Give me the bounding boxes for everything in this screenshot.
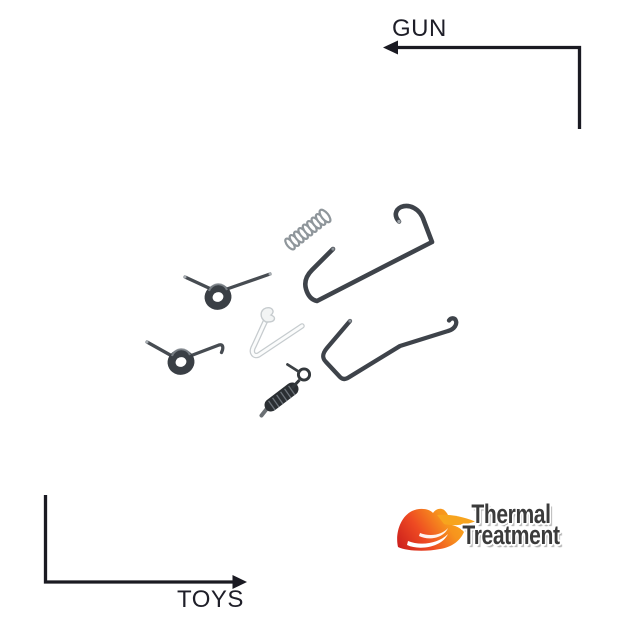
logo-line-thermal: Thermal	[471, 499, 551, 529]
torsion-spring-upper-left	[183, 272, 272, 310]
toys-arrow	[43, 495, 247, 589]
gun-spring-parts-set	[145, 203, 459, 418]
white-clip-spring	[249, 307, 305, 359]
gun-label: GUN	[392, 15, 447, 42]
gun-arrow-line	[396, 45, 582, 129]
toys-label: TOYS	[177, 586, 244, 613]
gun-arrow	[383, 40, 582, 129]
thermal-treatment-logo: Thermal Treatment	[462, 499, 560, 550]
gun-arrowhead-icon	[383, 40, 398, 55]
compression-spring	[284, 208, 332, 251]
torsion-spring-lower-left	[145, 340, 225, 375]
bent-wire-lever-spring-upper-right	[302, 203, 435, 304]
extension-spring-with-ring	[259, 363, 312, 418]
flame-swoosh-icon	[397, 508, 475, 551]
toys-arrowhead-icon	[232, 575, 247, 589]
toys-arrow-line	[43, 495, 234, 584]
bent-wire-lever-spring-lower-right	[320, 316, 459, 382]
logo-line-treatment: Treatment	[462, 520, 560, 550]
